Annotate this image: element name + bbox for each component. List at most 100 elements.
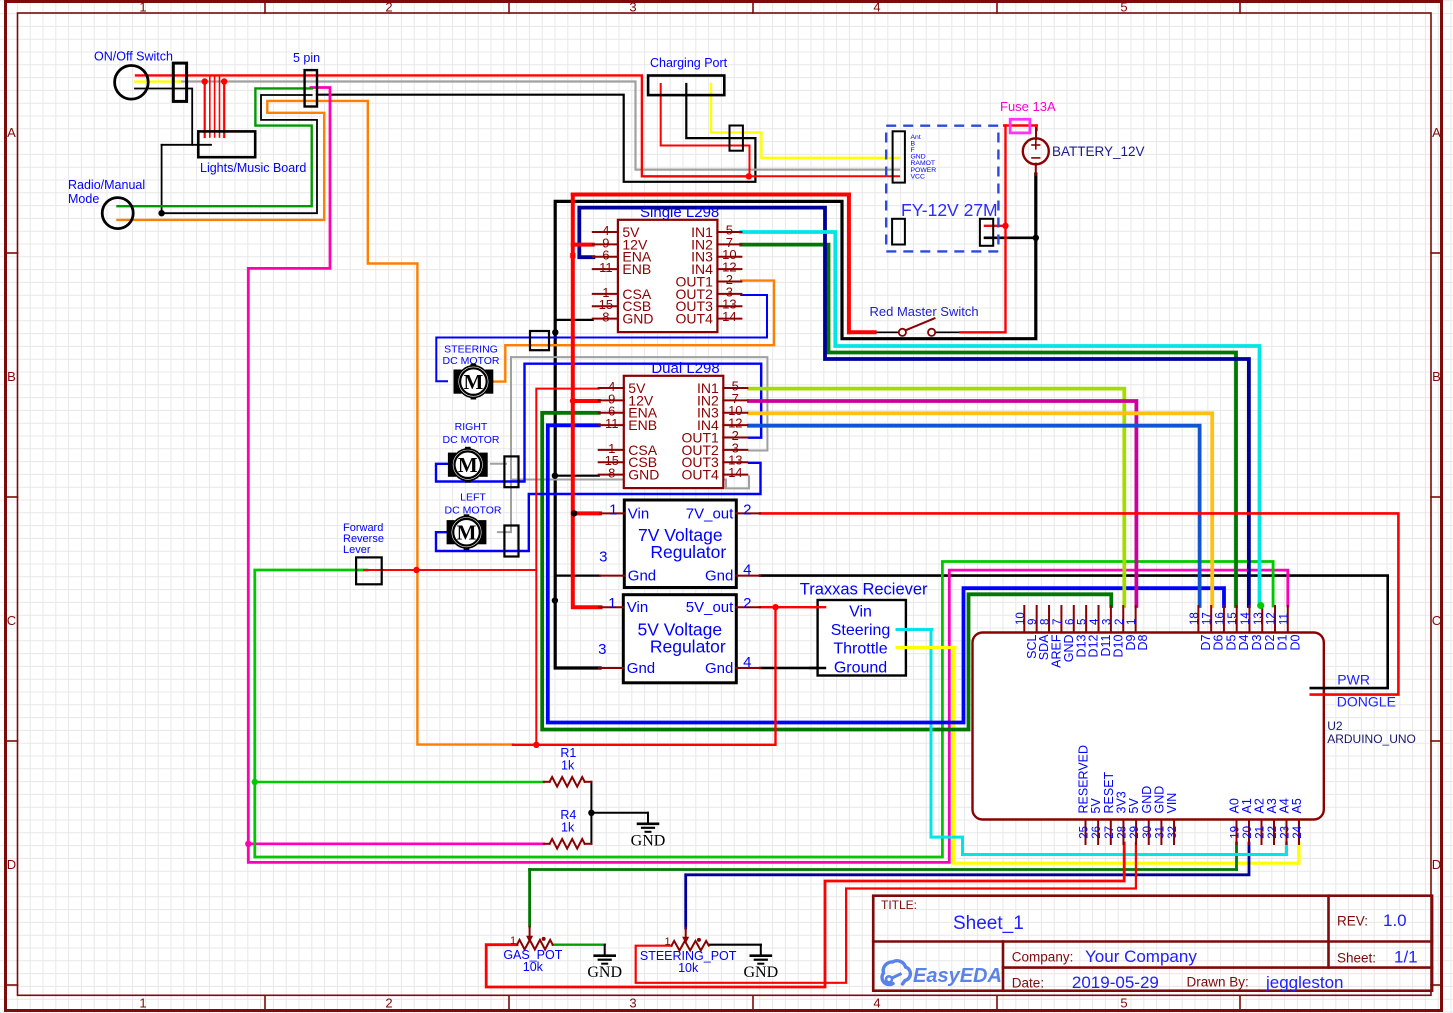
svg-text:5V_out: 5V_out — [686, 599, 734, 616]
svg-text:A2: A2 — [1253, 798, 1267, 813]
svg-text:5: 5 — [1077, 619, 1089, 625]
svg-text:Your Company: Your Company — [1085, 947, 1197, 966]
svg-text:17: 17 — [1202, 612, 1214, 625]
svg-text:F: F — [911, 147, 915, 154]
svg-text:5V Voltage: 5V Voltage — [637, 620, 722, 640]
svg-text:D2: D2 — [1263, 634, 1277, 650]
svg-text:3: 3 — [599, 549, 607, 566]
svg-text:GND: GND — [743, 964, 778, 981]
svg-text:22: 22 — [1267, 826, 1279, 839]
svg-text:4: 4 — [608, 379, 615, 394]
svg-text:U2: U2 — [1327, 719, 1343, 733]
svg-text:Drawn By:: Drawn By: — [1187, 975, 1249, 990]
svg-text:CSB: CSB — [628, 454, 657, 470]
svg-text:18: 18 — [1189, 612, 1201, 625]
svg-text:Reverse: Reverse — [343, 533, 384, 545]
svg-text:DC MOTOR: DC MOTOR — [443, 434, 500, 446]
svg-text:1: 1 — [602, 285, 609, 300]
svg-text:D12: D12 — [1087, 634, 1101, 657]
svg-text:30: 30 — [1142, 826, 1154, 839]
svg-text:ARDUINO_UNO: ARDUINO_UNO — [1327, 732, 1416, 746]
svg-text:Vin: Vin — [628, 505, 649, 522]
svg-text:12: 12 — [722, 260, 736, 275]
svg-text:7: 7 — [726, 235, 733, 250]
svg-text:21: 21 — [1255, 826, 1267, 839]
svg-text:Steering: Steering — [831, 622, 891, 639]
svg-text:Fuse 13A: Fuse 13A — [1000, 99, 1056, 114]
svg-text:Lights/Music Board: Lights/Music Board — [200, 161, 306, 175]
svg-text:29: 29 — [1129, 826, 1141, 839]
svg-text:Mode: Mode — [68, 192, 99, 206]
svg-text:10k: 10k — [678, 961, 699, 975]
svg-text:Forward: Forward — [343, 522, 383, 534]
svg-text:IN1: IN1 — [697, 380, 719, 396]
svg-text:Gnd: Gnd — [628, 568, 656, 585]
svg-text:12: 12 — [1266, 612, 1278, 625]
svg-text:10: 10 — [722, 247, 736, 262]
svg-text:8: 8 — [1040, 619, 1052, 625]
svg-text:R4: R4 — [560, 808, 576, 822]
svg-text:4: 4 — [1089, 618, 1101, 625]
svg-text:DONGLE: DONGLE — [1337, 694, 1396, 710]
svg-text:9: 9 — [608, 391, 615, 406]
svg-text:STEERING: STEERING — [444, 344, 498, 356]
svg-text:VCC: VCC — [911, 173, 925, 180]
svg-text:4: 4 — [602, 223, 609, 238]
svg-text:SDA: SDA — [1037, 634, 1051, 660]
svg-text:11: 11 — [599, 260, 613, 275]
svg-text:9: 9 — [602, 235, 609, 250]
svg-text:D11: D11 — [1099, 634, 1113, 656]
svg-text:14: 14 — [722, 309, 736, 324]
svg-text:2: 2 — [385, 0, 392, 15]
svg-text:16: 16 — [1214, 612, 1226, 625]
svg-text:jeggleston: jeggleston — [1265, 973, 1344, 992]
svg-text:LEFT: LEFT — [460, 492, 486, 504]
svg-text:Sheet_1: Sheet_1 — [953, 913, 1024, 934]
svg-text:ON/Off Switch: ON/Off Switch — [94, 50, 173, 64]
svg-text:3: 3 — [598, 641, 606, 658]
svg-text:Throttle: Throttle — [833, 641, 887, 658]
svg-text:1: 1 — [665, 936, 671, 948]
svg-text:GND: GND — [1152, 786, 1166, 814]
svg-text:ENB: ENB — [628, 417, 657, 433]
svg-text:A1: A1 — [1240, 798, 1254, 813]
svg-text:AREF: AREF — [1050, 634, 1064, 668]
svg-text:Radio/Manual: Radio/Manual — [68, 178, 145, 192]
svg-text:IN3: IN3 — [697, 405, 719, 421]
svg-text:GND: GND — [628, 467, 659, 483]
svg-text:ENA: ENA — [622, 249, 651, 265]
svg-text:A0: A0 — [1228, 798, 1242, 813]
svg-text:CSB: CSB — [622, 298, 651, 314]
svg-text:1: 1 — [139, 996, 146, 1011]
svg-text:OUT3: OUT3 — [681, 454, 719, 470]
svg-text:Gnd: Gnd — [705, 568, 733, 585]
svg-text:5: 5 — [726, 223, 733, 238]
svg-text:5V: 5V — [628, 380, 646, 396]
svg-text:D: D — [7, 857, 16, 872]
svg-text:10: 10 — [728, 403, 742, 418]
svg-text:D7: D7 — [1199, 634, 1213, 650]
svg-text:OUT1: OUT1 — [681, 429, 719, 445]
svg-text:19: 19 — [1230, 826, 1242, 839]
svg-text:3: 3 — [1101, 619, 1113, 625]
svg-text:6: 6 — [1064, 619, 1076, 625]
svg-text:1: 1 — [1126, 619, 1138, 625]
svg-text:3V3: 3V3 — [1114, 791, 1128, 813]
svg-text:32: 32 — [1167, 826, 1179, 839]
svg-text:A: A — [1432, 125, 1441, 140]
svg-text:1k: 1k — [561, 821, 575, 835]
svg-text:BATTERY_12V: BATTERY_12V — [1052, 144, 1145, 159]
svg-text:B: B — [1432, 369, 1441, 384]
svg-text:4: 4 — [743, 654, 751, 671]
svg-text:ENA: ENA — [628, 405, 657, 421]
svg-text:Regulator: Regulator — [650, 637, 726, 657]
svg-text:26: 26 — [1091, 826, 1103, 839]
svg-text:7: 7 — [1052, 619, 1064, 625]
svg-text:15: 15 — [1227, 612, 1239, 625]
svg-text:D: D — [1432, 857, 1441, 872]
svg-text:Traxxas Reciever: Traxxas Reciever — [800, 581, 928, 599]
svg-text:1: 1 — [510, 935, 516, 947]
svg-text:14: 14 — [1240, 612, 1252, 625]
svg-text:15: 15 — [605, 453, 619, 468]
svg-text:10: 10 — [1015, 612, 1027, 625]
